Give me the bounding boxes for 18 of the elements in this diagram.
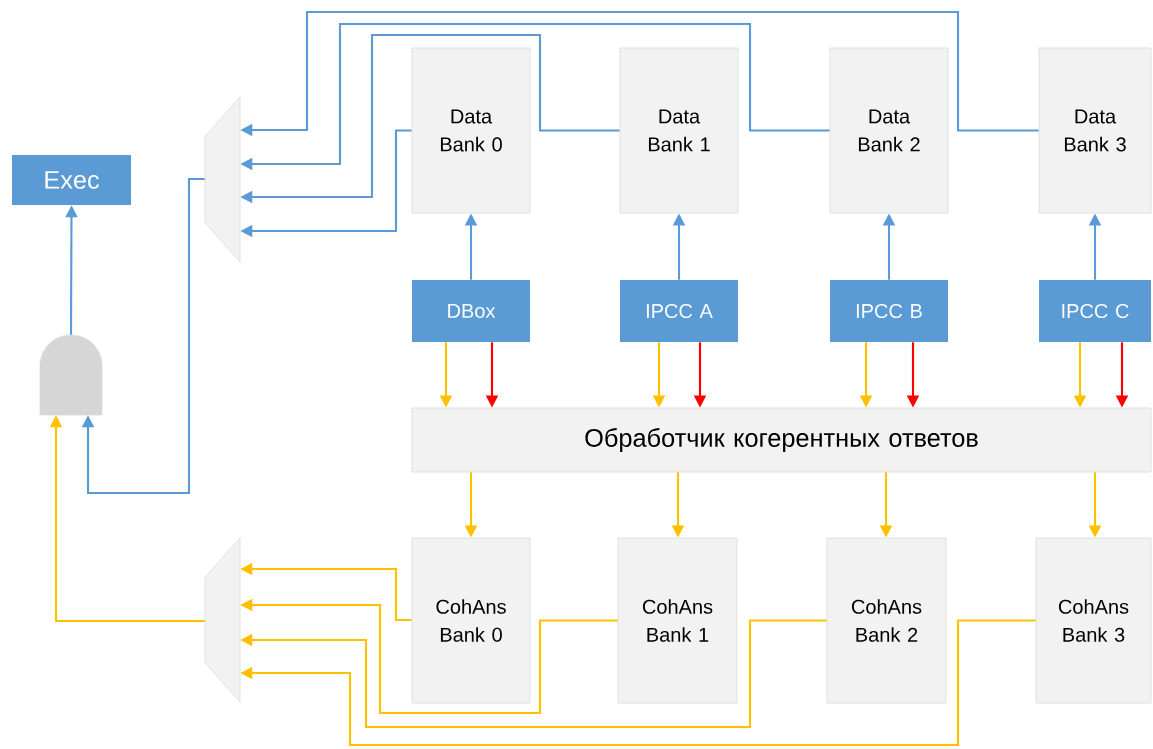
bank-box: CohAns Bank 2 — [826, 537, 947, 704]
bank-box: CohAns Bank 3 — [1035, 537, 1152, 704]
block-box: IPCC B — [830, 280, 948, 342]
multiplexer — [204, 537, 241, 703]
bank-box: Data Bank 1 — [619, 47, 739, 214]
and-gate — [39, 334, 103, 416]
block-box: IPCC A — [620, 280, 738, 342]
block-box: IPCC C — [1039, 280, 1151, 342]
bank-box: Data Bank 2 — [829, 47, 949, 214]
bank-box: CohAns Bank 0 — [411, 537, 531, 704]
block-box: DBox — [412, 280, 530, 342]
bank-box: CohAns Bank 1 — [617, 537, 738, 704]
block-box: Exec — [12, 155, 131, 205]
arrow — [81, 177, 205, 495]
bank-box: Data Bank 3 — [1038, 47, 1152, 214]
bank-box: Обработчик когерентных ответов — [411, 407, 1152, 473]
multiplexer — [204, 96, 241, 263]
bank-box: Data Bank 0 — [411, 47, 531, 214]
